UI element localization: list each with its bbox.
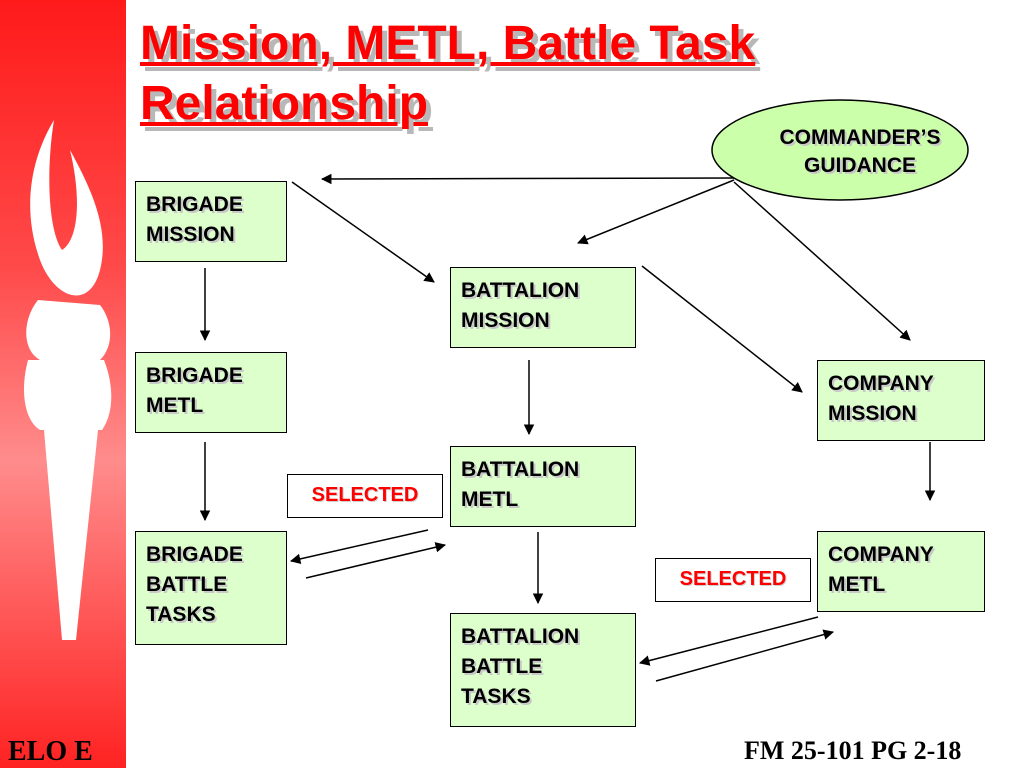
arrow-battalion-tasks-to-company-metl (655, 629, 835, 682)
slide-title: Mission, METL, Battle Task Relationship (140, 17, 756, 130)
brigade-metl-box: BRIGADE METL (135, 352, 287, 433)
arrow-guidance-to-brigade (320, 173, 735, 185)
company-mission-box: COMPANY MISSION (817, 360, 985, 441)
commanders-guidance-ellipse (711, 99, 969, 201)
arrow-guidance-to-company (733, 181, 911, 341)
battalion-battle-tasks-box: BATTALION BATTLE TASKS (450, 613, 636, 727)
footer-elo-label: ELO E (8, 736, 93, 767)
brigade-battle-tasks-box: BRIGADE BATTLE TASKS (135, 531, 287, 645)
arrow-guidance-to-battalion (577, 179, 735, 245)
selected-label-brigade: SELECTED (287, 474, 443, 518)
selected-label-battalion: SELECTED (655, 558, 811, 602)
arrow-brigade-tasks-to-battalion-metl (305, 542, 447, 579)
footer-reference: FM 25-101 PG 2-18 (744, 736, 962, 765)
arrow-company-metl-to-battalion-tasks (638, 616, 819, 666)
arrow-brigade-mission-to-battalion-mission (291, 181, 435, 283)
torch-icon (24, 120, 112, 640)
battalion-mission-box: BATTALION MISSION (450, 267, 636, 348)
battalion-metl-box: BATTALION METL (450, 446, 636, 527)
arrow-battalion-metl-to-brigade-tasks (289, 529, 429, 565)
brigade-mission-box: BRIGADE MISSION (135, 181, 287, 262)
commanders-guidance-label: COMMANDER’S GUIDANCE (779, 126, 941, 177)
arrow-battalion-mission-to-company-mission (641, 265, 803, 393)
company-metl-box: COMPANY METL (817, 531, 985, 612)
